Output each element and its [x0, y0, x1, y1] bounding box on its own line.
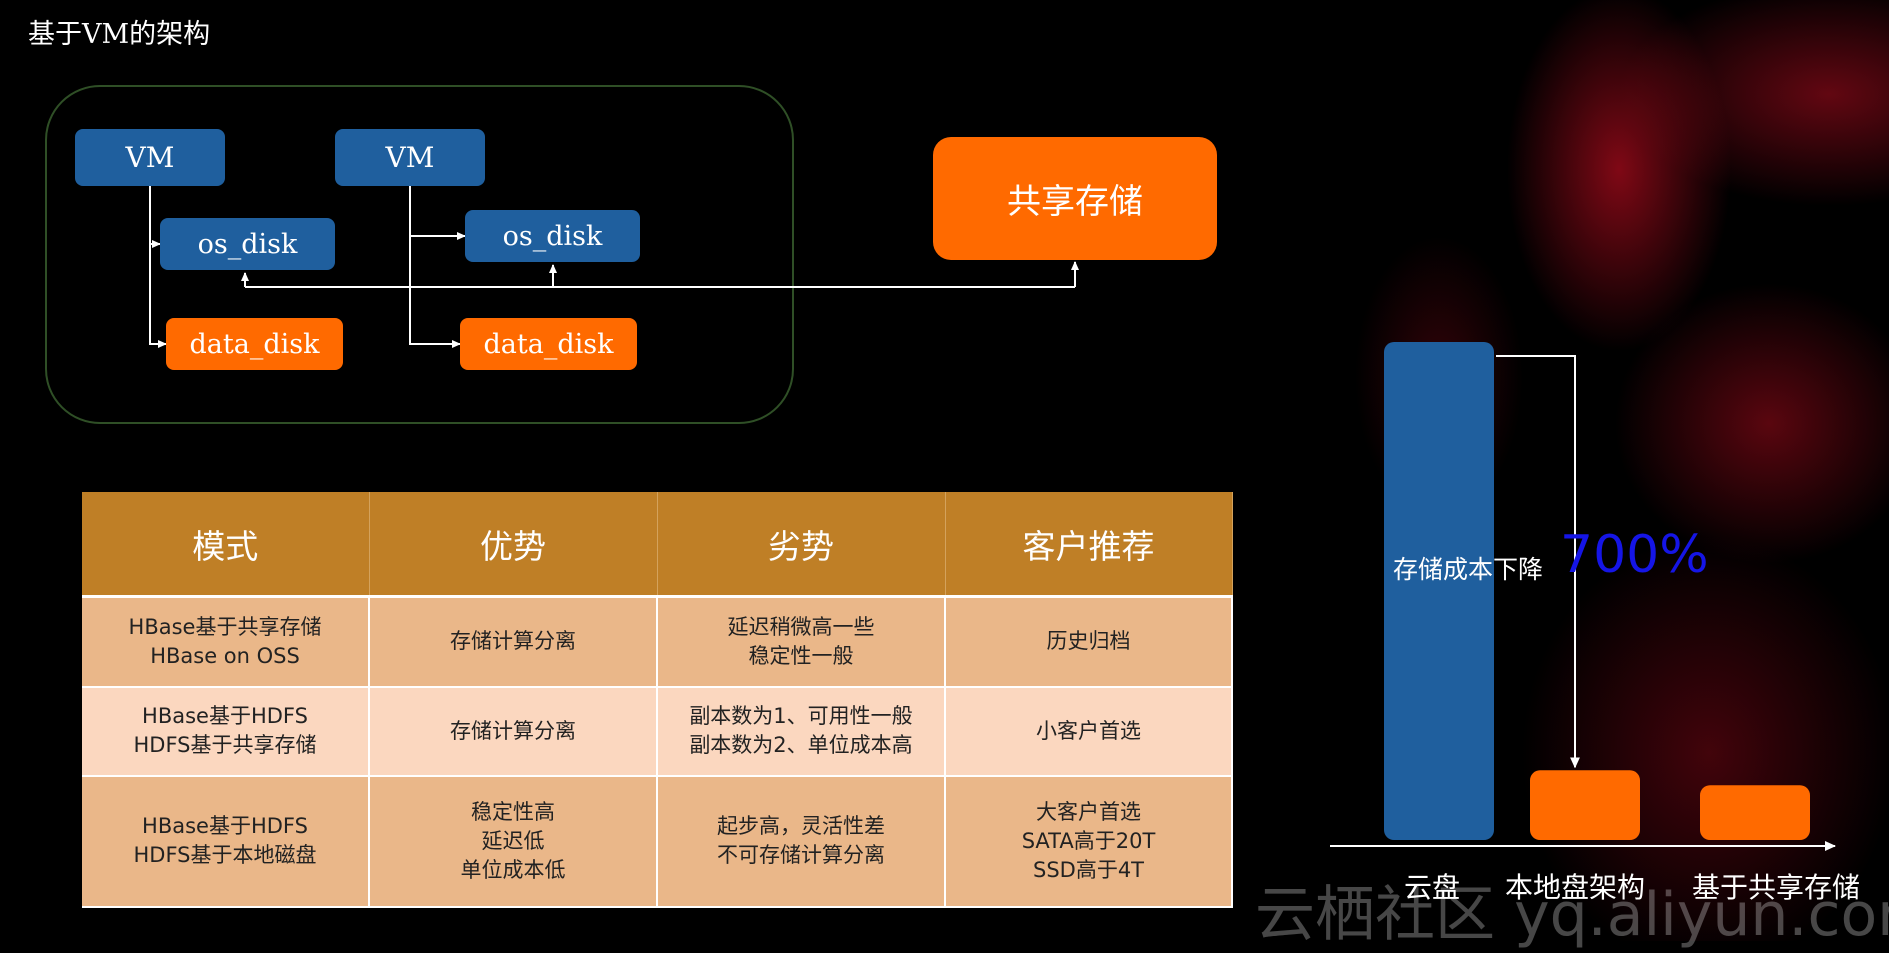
- cell-text-line: HBase on OSS: [150, 643, 300, 668]
- data-disk-right: data_disk: [460, 318, 637, 370]
- table-cell-recommendation: 大客户首选 SATA高于20T SSD高于4T: [945, 775, 1233, 909]
- bar-category-label: 基于共享存储: [1692, 871, 1861, 904]
- cell-text-line: SATA高于20T: [1021, 828, 1156, 853]
- table-cell-advantage: 稳定性高延迟低单位成本低: [369, 775, 658, 909]
- table-header-row: 模式 优势 劣势 客户推荐: [82, 492, 1233, 598]
- header-disadvantage: 劣势: [657, 492, 946, 598]
- table-cell-recommendation: 历史归档: [945, 596, 1233, 688]
- cell-text-line: 延迟稍微高一些: [727, 614, 875, 639]
- chart-annotation-label: 存储成本下降: [1393, 555, 1544, 584]
- cell-text-line: HBase基于HDFS: [142, 814, 308, 839]
- cell-text-line: 稳定性一般: [748, 643, 854, 668]
- os-disk-left: os_disk: [160, 218, 335, 270]
- table-cell-advantage: 存储计算分离: [369, 596, 658, 688]
- data-disk-left: data_disk: [166, 318, 343, 370]
- table-cell-advantage: 存储计算分离: [369, 686, 658, 777]
- comparison-table: 模式 优势 劣势 客户推荐 HBase基于共享存储 HBase on OSS 存储计…: [82, 492, 1233, 909]
- cell-text-line: 延迟低: [481, 828, 545, 853]
- watermark: 云栖社区 yq.aliyun.com: [1255, 880, 1889, 950]
- cell-text-line: 副本数为1、可用性一般: [689, 704, 913, 729]
- header-recommendation: 客户推荐: [945, 492, 1233, 598]
- cell-text-line: SSD高于4T: [1032, 857, 1145, 882]
- cell-text-line: 稳定性高: [471, 799, 555, 824]
- cell-text-line: 单位成本低: [460, 857, 566, 882]
- vm-cluster-frame: [45, 85, 794, 424]
- bar-category-label: 云盘: [1404, 871, 1461, 904]
- table-cell-disadvantage: 延迟稍微高一些稳定性一般: [657, 596, 946, 688]
- header-mode: 模式: [82, 492, 370, 598]
- bar-1: [1530, 770, 1640, 840]
- bar-category-label: 本地盘架构: [1505, 871, 1646, 904]
- cell-text-line: HDFS基于共享存储: [133, 733, 317, 758]
- cell-text-line: 起步高，灵活性差: [717, 814, 885, 839]
- table-row: HBase基于HDFS HDFS基于共享存储 存储计算分离 副本数为1、可用性一般副本…: [82, 686, 1233, 777]
- header-advantage: 优势: [369, 492, 658, 598]
- vm-box-left: VM: [75, 129, 225, 186]
- cell-text-line: HBase基于HDFS: [142, 704, 308, 729]
- chart-drop-bracket: [1496, 355, 1580, 769]
- chart-annotation-value: 700%: [1560, 525, 1709, 585]
- cell-text-line: 副本数为2、单位成本高: [689, 733, 913, 758]
- bar-0: [1384, 342, 1494, 840]
- table-row: HBase基于共享存储 HBase on OSS 存储计算分离 延迟稍微高一些稳定性一…: [82, 596, 1233, 688]
- table-cell-mode: HBase基于HDFS HDFS基于共享存储: [82, 686, 370, 777]
- cell-text-line: 大客户首选: [1036, 799, 1141, 824]
- cell-text-line: 存储计算分离: [450, 629, 576, 654]
- vm-box-right: VM: [335, 129, 485, 186]
- table-cell-recommendation: 小客户首选: [945, 686, 1233, 777]
- shared-storage-box: 共享存储: [933, 137, 1217, 260]
- table-cell-mode: HBase基于HDFS HDFS基于本地磁盘: [82, 775, 370, 909]
- cell-text-line: HDFS基于本地磁盘: [133, 843, 317, 868]
- table-cell-disadvantage: 起步高，灵活性差不可存储计算分离: [657, 775, 946, 909]
- cell-text-line: 不可存储计算分离: [717, 843, 885, 868]
- table-body: HBase基于共享存储 HBase on OSS 存储计算分离 延迟稍微高一些稳定性一…: [82, 596, 1233, 909]
- bar-2: [1700, 785, 1810, 840]
- cell-text-line: 存储计算分离: [450, 718, 576, 743]
- page-title: 基于VM的架构: [28, 19, 211, 50]
- cell-text-line: 历史归档: [1046, 629, 1131, 654]
- table-cell-mode: HBase基于共享存储 HBase on OSS: [82, 596, 370, 688]
- table-cell-disadvantage: 副本数为1、可用性一般副本数为2、单位成本高: [657, 686, 946, 777]
- connector-vm-right-data-disk: [409, 236, 461, 348]
- cell-text-line: HBase基于共享存储: [128, 614, 322, 639]
- os-disk-right: os_disk: [465, 210, 640, 262]
- connector-vm-left-data-disk: [149, 244, 167, 348]
- cell-text-line: 小客户首选: [1036, 718, 1141, 743]
